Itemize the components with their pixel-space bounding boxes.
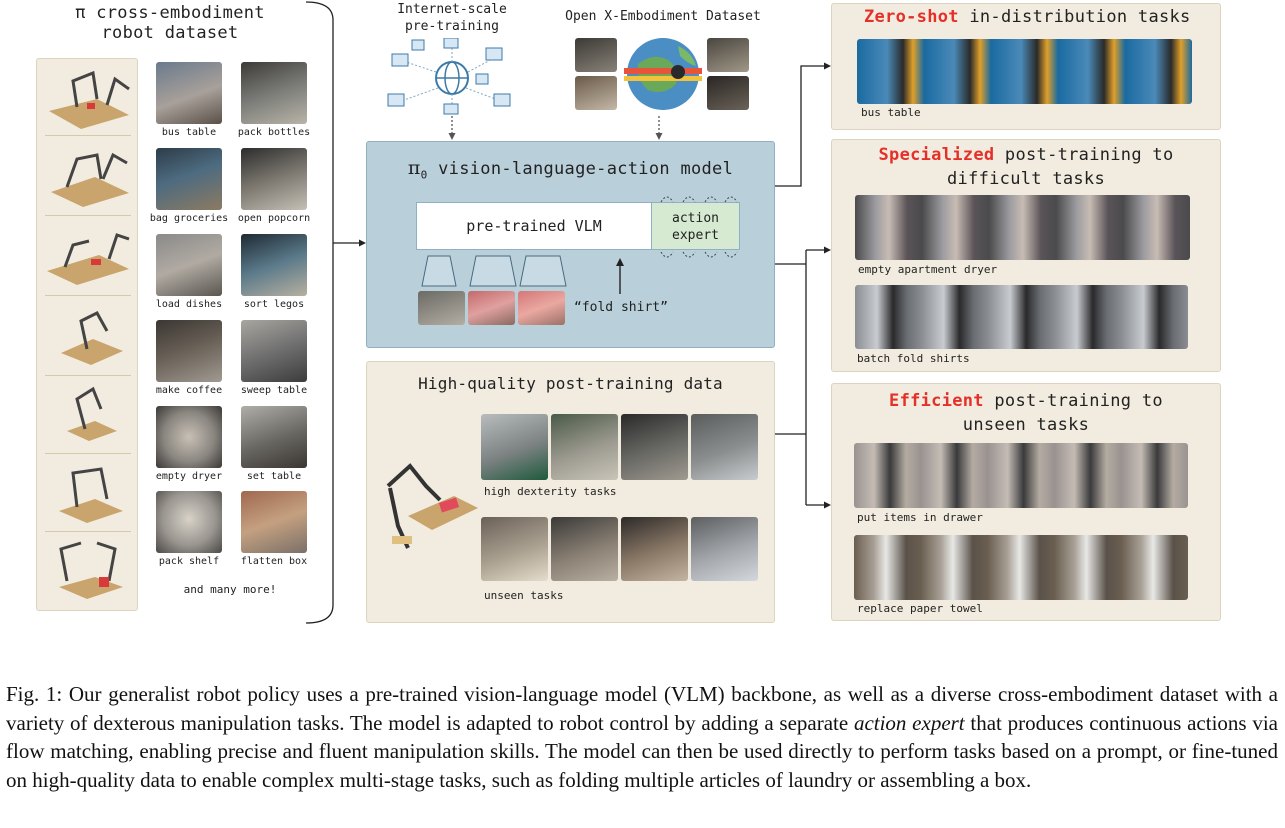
camera-thumb bbox=[518, 291, 565, 325]
task-label: load dishes bbox=[155, 299, 223, 310]
oxe-title: Open X-Embodiment Dataset bbox=[565, 9, 761, 24]
caption-part2: that produces continuous actions via flo… bbox=[6, 710, 1278, 792]
oxe-thumb bbox=[575, 38, 617, 72]
oxe-thumb bbox=[707, 76, 749, 110]
zero-shot-highlight: Zero-shot bbox=[864, 7, 959, 27]
post-thumb bbox=[621, 414, 688, 480]
efficient-title: Efficient post-training to unseen tasks bbox=[831, 389, 1221, 437]
post-thumb bbox=[481, 517, 548, 581]
action-expert-box: action expert bbox=[651, 202, 740, 250]
vision-encoder-trapezoids bbox=[421, 255, 624, 294]
prompt-text: “fold shirt” bbox=[574, 300, 668, 315]
efficient-task2-label: replace paper towel bbox=[857, 602, 983, 615]
post-thumb bbox=[691, 414, 758, 480]
robot-platform-icons bbox=[47, 70, 130, 599]
efficient-task1-label: put items in drawer bbox=[857, 511, 983, 524]
thumb-pack-shelf bbox=[156, 491, 222, 553]
efficient-filmstrip-drawer bbox=[854, 443, 1188, 508]
flow-loop-icons bbox=[660, 196, 738, 258]
oxe-thumb bbox=[575, 76, 617, 110]
thumb-make-coffee bbox=[156, 320, 222, 382]
specialized-highlight: Specialized bbox=[878, 145, 995, 165]
caption-part1: Fig. 1: Our generalist robot policy uses… bbox=[6, 682, 1278, 735]
zero-shot-rest: in-distribution tasks bbox=[958, 7, 1191, 27]
robot-platforms-panel bbox=[36, 58, 138, 611]
thumb-pack-bottles bbox=[241, 62, 307, 124]
specialized-rest2: difficult tasks bbox=[946, 169, 1106, 189]
post-thumb bbox=[551, 517, 618, 581]
task-label: open popcorn bbox=[237, 213, 311, 224]
task-label: sweep table bbox=[240, 385, 308, 396]
figure-caption: Fig. 1: Our generalist robot policy uses… bbox=[6, 680, 1278, 794]
task-label: pack shelf bbox=[158, 556, 220, 567]
model-title-rest: vision-language-action model bbox=[427, 159, 734, 179]
dataset-title-line2: robot dataset bbox=[101, 23, 239, 43]
unseen-tasks-label: unseen tasks bbox=[484, 589, 564, 602]
task-label: bag groceries bbox=[149, 213, 229, 224]
task-label: bus table bbox=[161, 127, 217, 138]
thumb-set-table bbox=[241, 406, 307, 468]
zero-shot-title: Zero-shot in-distribution tasks bbox=[864, 7, 1191, 27]
task-label: empty dryer bbox=[155, 471, 223, 482]
post-thumb bbox=[691, 517, 758, 581]
vlm-label: pre-trained VLM bbox=[466, 217, 602, 235]
dataset-title-line1: π cross-embodiment bbox=[75, 3, 265, 23]
camera-thumb bbox=[418, 291, 465, 325]
oxe-globe-icon bbox=[624, 38, 702, 110]
model-title: π0 vision-language-action model bbox=[366, 157, 775, 181]
thumb-load-dishes bbox=[156, 234, 222, 296]
thumb-sort-legos bbox=[241, 234, 307, 296]
pretrained-vlm-box: pre-trained VLM bbox=[416, 202, 652, 250]
task-label: make coffee bbox=[155, 385, 223, 396]
internet-pretraining-title: Internet-scale pre-training bbox=[380, 1, 524, 35]
internet-line2: pre-training bbox=[405, 19, 499, 34]
zero-shot-filmstrip bbox=[857, 39, 1192, 104]
task-label: flatten box bbox=[240, 556, 308, 567]
efficient-filmstrip-towel bbox=[854, 535, 1188, 600]
dataset-title: π cross-embodiment robot dataset bbox=[40, 3, 300, 43]
camera-thumb bbox=[468, 291, 515, 325]
task-label: set table bbox=[246, 471, 302, 482]
model-title-pi: π bbox=[407, 157, 421, 179]
thumb-flatten-box bbox=[241, 491, 307, 553]
post-thumb bbox=[481, 414, 548, 480]
expert-line2: expert bbox=[672, 228, 719, 243]
thumb-sweep-table bbox=[241, 320, 307, 382]
specialized-task2-label: batch fold shirts bbox=[857, 352, 970, 365]
caption-italic: action expert bbox=[853, 710, 965, 735]
thumb-empty-dryer bbox=[156, 406, 222, 468]
specialized-filmstrip-dryer bbox=[855, 195, 1190, 260]
internet-line1: Internet-scale bbox=[397, 2, 507, 17]
post-training-title: High-quality post-training data bbox=[418, 374, 723, 393]
post-thumb bbox=[551, 414, 618, 480]
specialized-title: Specialized post-training to difficult t… bbox=[831, 143, 1221, 191]
thumb-bag-groceries bbox=[156, 148, 222, 210]
zero-shot-task-label: bus table bbox=[861, 106, 921, 119]
specialized-filmstrip-shirts bbox=[855, 285, 1188, 349]
model-title-sub: 0 bbox=[420, 168, 428, 182]
expert-line1: action bbox=[672, 211, 719, 226]
internet-globe-icon bbox=[387, 38, 511, 115]
high-dexterity-label: high dexterity tasks bbox=[484, 485, 617, 498]
task-label: sort legos bbox=[243, 299, 305, 310]
specialized-rest1: post-training to bbox=[994, 145, 1174, 165]
efficient-rest1: post-training to bbox=[983, 391, 1163, 411]
thumb-open-popcorn bbox=[241, 148, 307, 210]
efficient-highlight: Efficient bbox=[889, 391, 984, 411]
oxe-thumb bbox=[707, 38, 749, 72]
post-training-robot-icon bbox=[386, 463, 478, 549]
and-many-more: and many more! bbox=[183, 583, 277, 596]
thumb-bus-table bbox=[156, 62, 222, 124]
efficient-rest2: unseen tasks bbox=[962, 415, 1090, 435]
specialized-task1-label: empty apartment dryer bbox=[858, 263, 998, 276]
task-label: pack bottles bbox=[237, 127, 311, 138]
post-thumb bbox=[621, 517, 688, 581]
